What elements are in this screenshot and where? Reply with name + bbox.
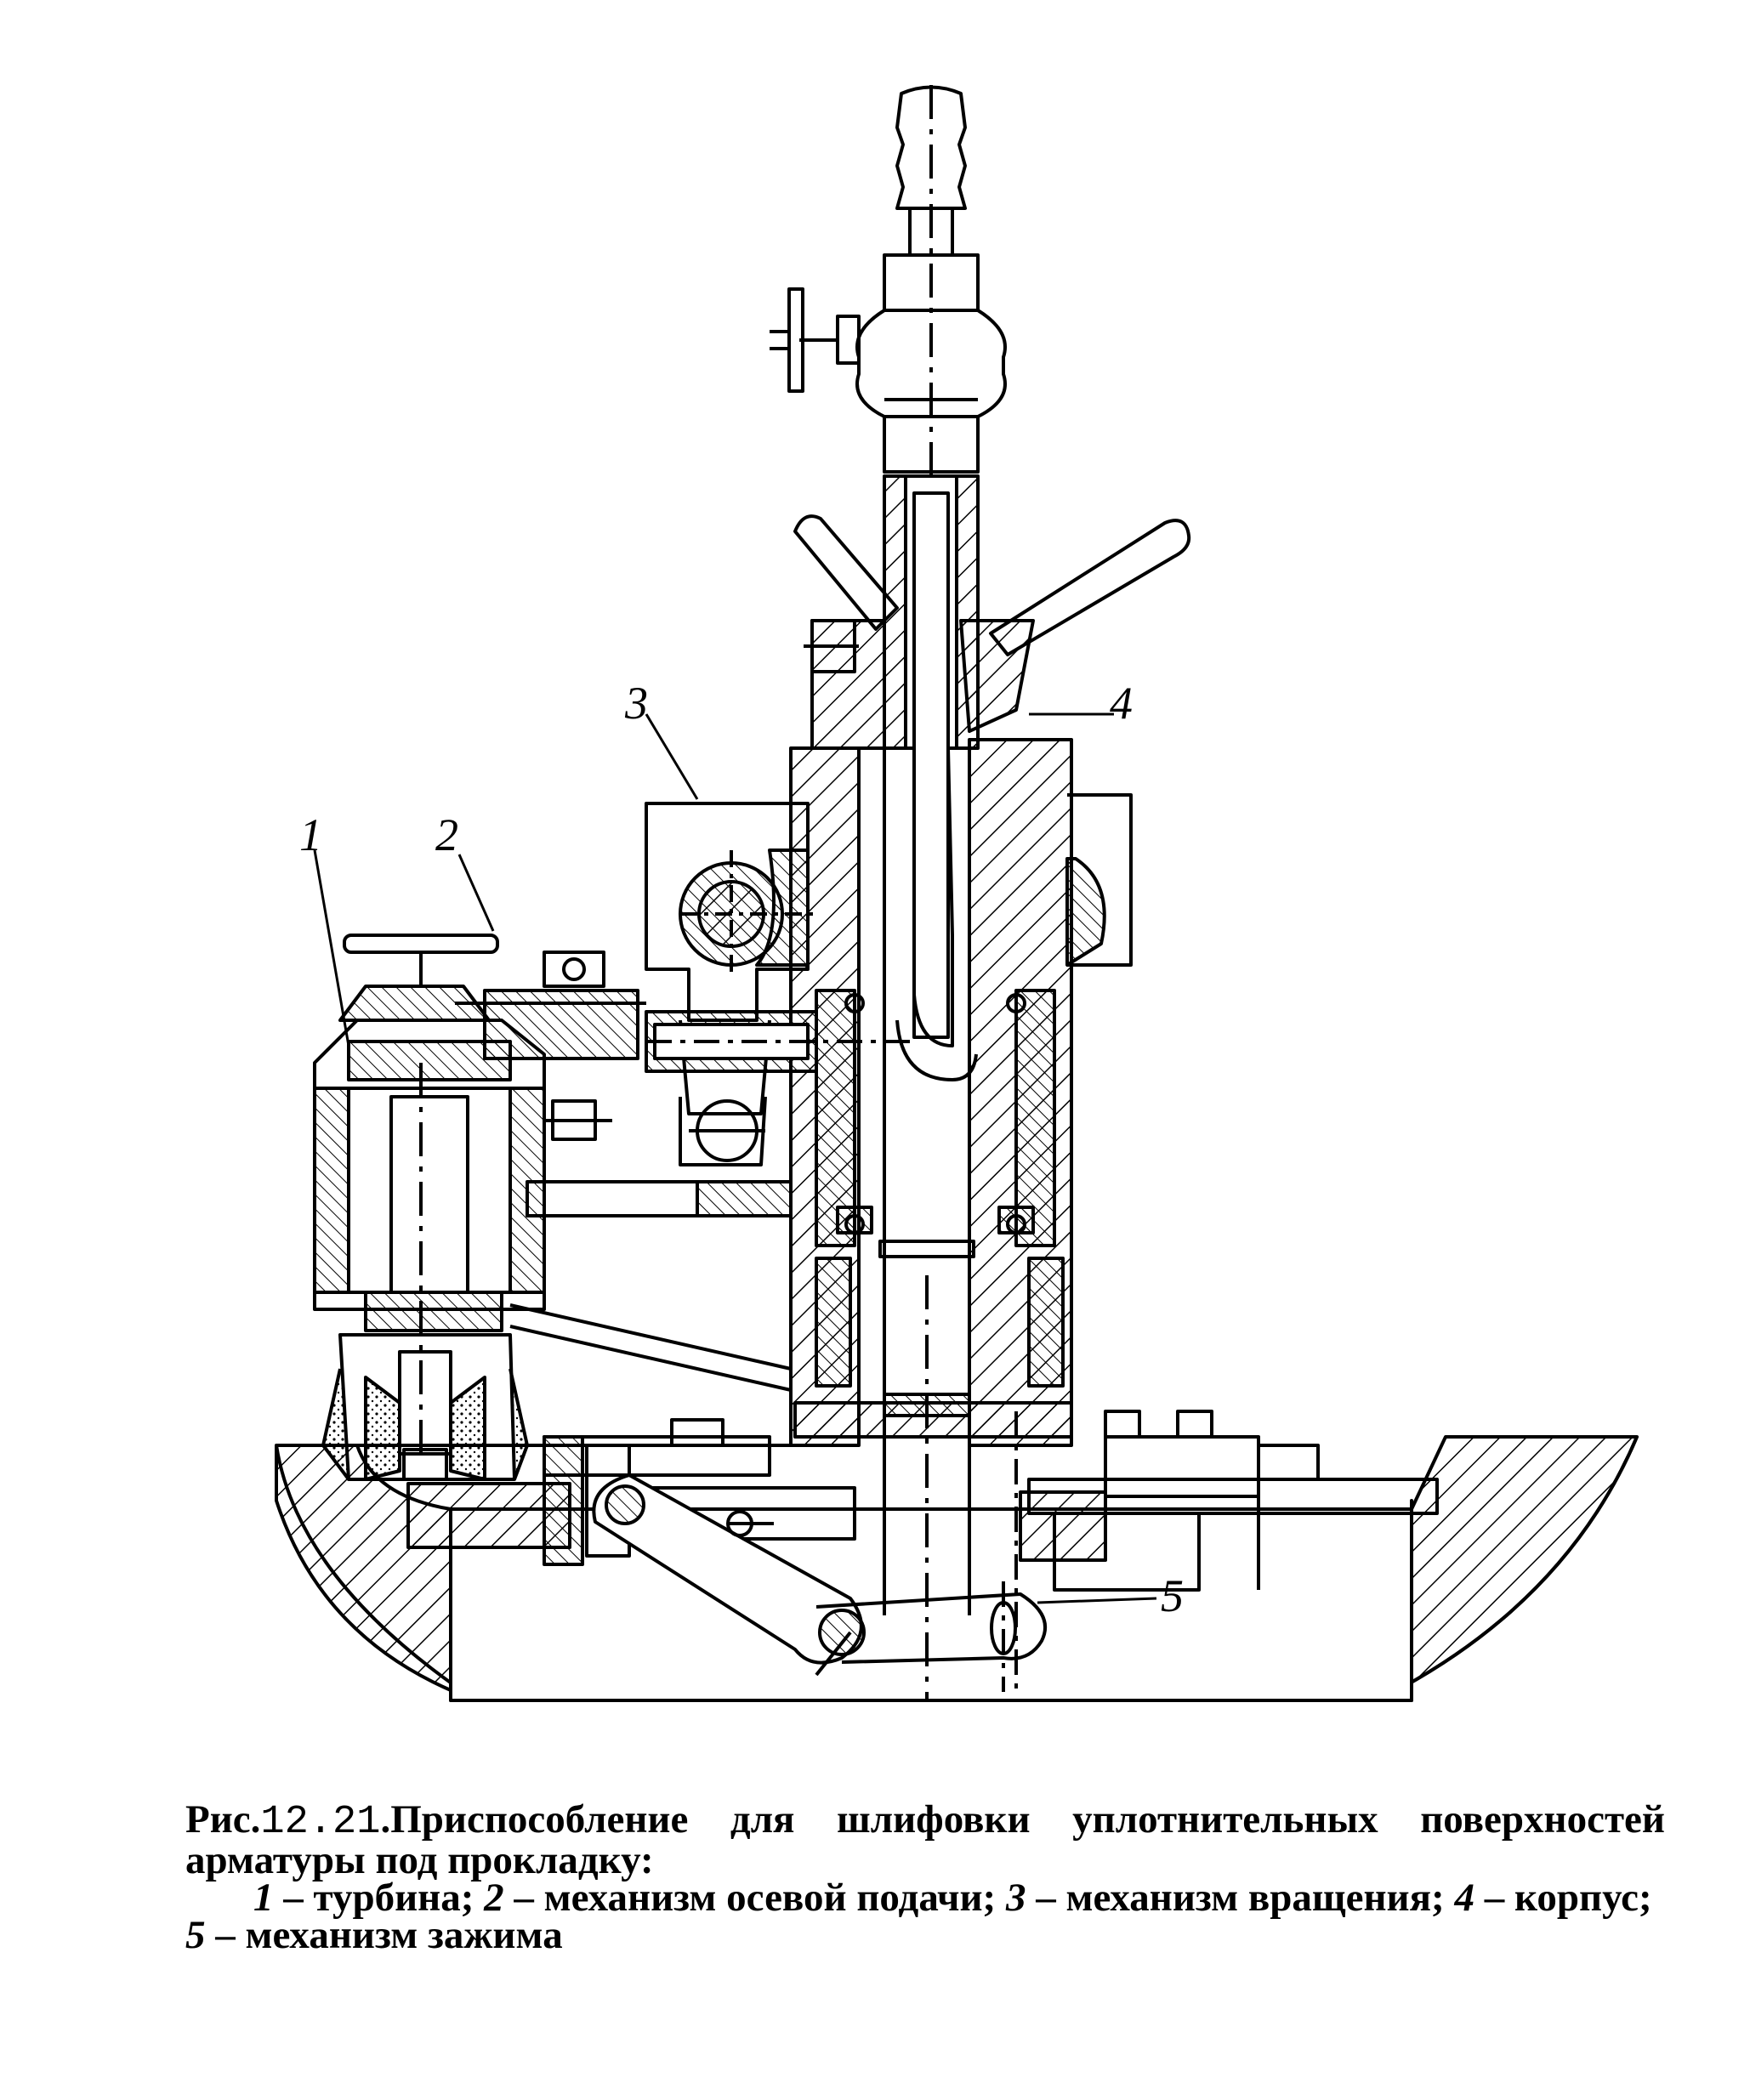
- caption-legend-line2: 5 – механизм зажима: [185, 1913, 1665, 1957]
- base-flange: [275, 1435, 1639, 1702]
- handle-bars: [793, 514, 1191, 656]
- legend-text-3: – механизм вращения;: [1026, 1876, 1455, 1920]
- figure-caption: Рис.12.21.Приспособление для шлифовки уп…: [185, 1800, 1665, 1957]
- legend-num-4: 4: [1454, 1876, 1474, 1920]
- legend-num-5: 5: [185, 1913, 206, 1957]
- coolant-tube: [883, 474, 980, 1081]
- legend-text-4: – корпус;: [1474, 1876, 1652, 1920]
- rotation-mechanism: [645, 793, 1133, 1166]
- legend-num-2: 2: [484, 1876, 504, 1920]
- callout-1: 1: [299, 809, 322, 860]
- legend-text-5: – механизм зажима: [205, 1913, 563, 1957]
- seat-ring-right: [1019, 1490, 1107, 1562]
- clamp-mechanism: [543, 1418, 1047, 1692]
- leader-lines: [313, 712, 1157, 1604]
- legend-text-2: – механизм осевой подачи;: [503, 1876, 1006, 1920]
- legend-num-1: 1: [253, 1876, 274, 1920]
- caption-prefix: Рис.: [185, 1797, 261, 1842]
- callout-3: 3: [624, 678, 648, 729]
- caption-number: 12.21: [260, 1800, 381, 1845]
- legend-num-3: 3: [1005, 1876, 1026, 1920]
- caption-title: Рис.12.21.Приспособление для шлифовки уп…: [185, 1800, 1665, 1845]
- mechanical-assembly-drawing: 1 2 3 4 5: [275, 85, 1639, 1702]
- legend-text-1: – турбина;: [273, 1876, 485, 1920]
- callout-2: 2: [435, 809, 458, 860]
- turbine: [313, 934, 612, 1481]
- callout-4: 4: [1110, 678, 1133, 729]
- top-valve: [770, 85, 1007, 476]
- caption-legend-line1: 1 – турбина; 2 – механизм осевой подачи;…: [185, 1878, 1665, 1918]
- caption-title-line1: .Приспособление для шлифовки уплотнитель…: [380, 1797, 1665, 1842]
- caption-title-line2: арматуры под прокладку:: [185, 1838, 654, 1882]
- right-clamp-block: [1027, 1410, 1439, 1592]
- callout-5: 5: [1161, 1570, 1184, 1621]
